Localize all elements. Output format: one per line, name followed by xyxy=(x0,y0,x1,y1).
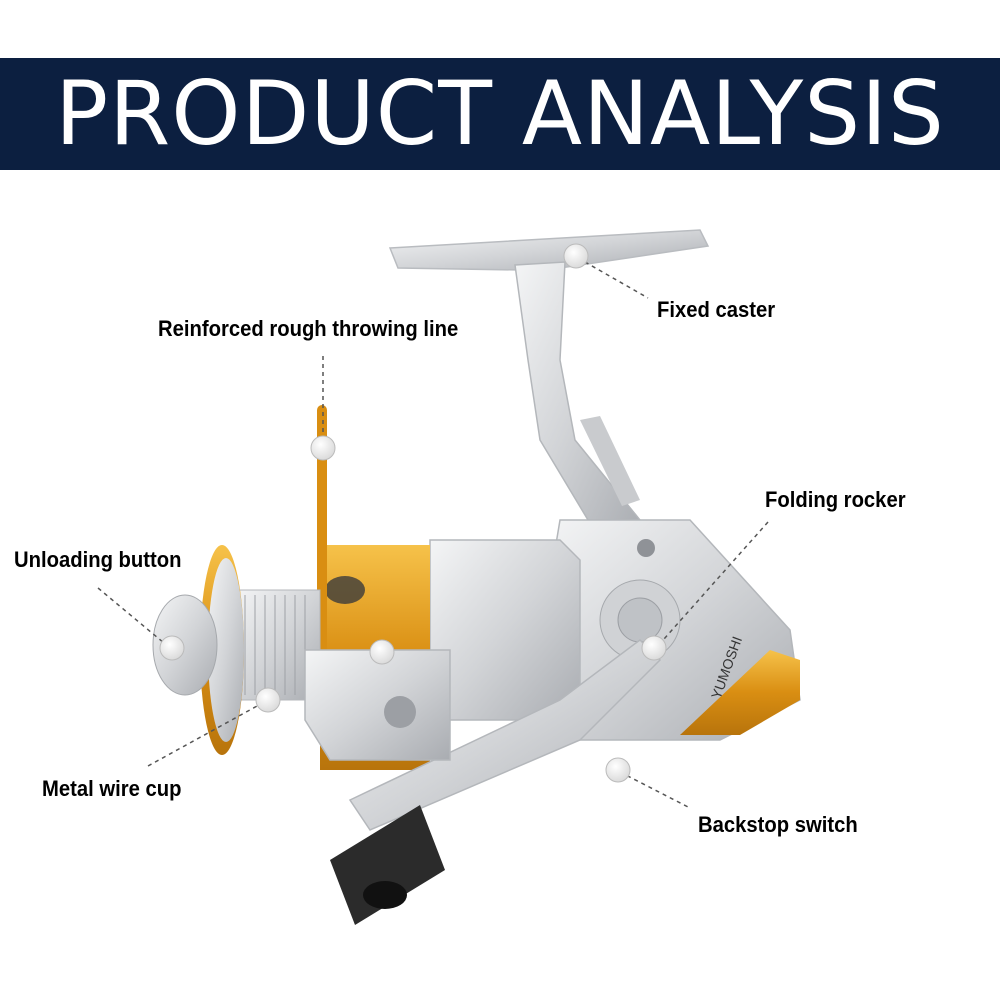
screw-icon xyxy=(637,539,655,557)
crank-arm xyxy=(348,639,662,831)
unloading-button-part xyxy=(152,594,218,696)
label-unloading-button: Unloading button xyxy=(14,547,182,572)
label-throwing-line: Reinforced rough throwing line xyxy=(158,316,459,341)
leader-lines xyxy=(97,257,769,809)
title-banner: PRODUCT ANALYSIS xyxy=(0,58,1000,170)
label-backstop-switch: Backstop switch xyxy=(698,812,858,837)
label-fixed-caster: Fixed caster xyxy=(657,297,776,322)
label-folding-rocker: Folding rocker xyxy=(765,487,906,512)
body-gold-trim xyxy=(680,650,800,735)
label-metal-wire-cup: Metal wire cup xyxy=(42,776,182,801)
screw-icon xyxy=(384,696,416,728)
stem-slot xyxy=(580,416,640,506)
crank-knob xyxy=(330,805,445,925)
page-title: PRODUCT ANALYSIS xyxy=(55,62,945,165)
fishing-reel-illustration: YUMOSHI xyxy=(97,229,801,925)
callout-dots xyxy=(159,243,667,783)
bail-arm xyxy=(304,649,451,761)
rotor xyxy=(429,539,581,721)
